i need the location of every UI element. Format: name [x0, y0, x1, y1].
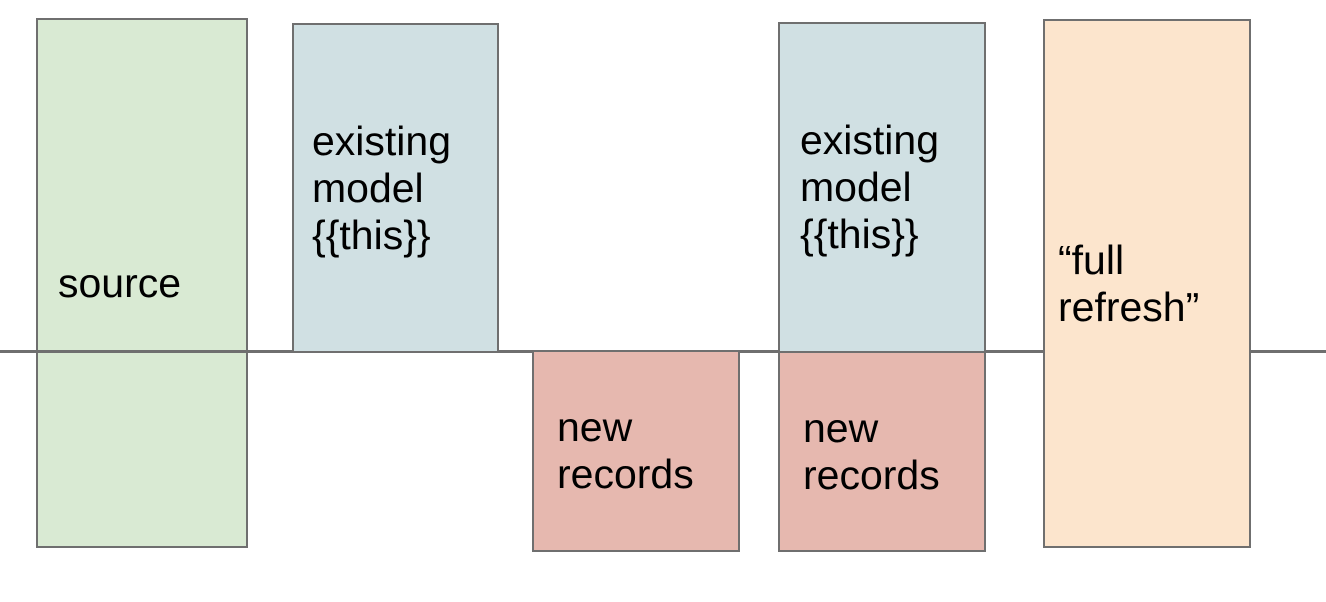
- new-records-box-1: new records: [532, 350, 740, 552]
- full-refresh-box: “full refresh”: [1043, 19, 1251, 548]
- existing-model-box-1-label: existing model {{this}}: [312, 117, 452, 258]
- source-box: source: [36, 18, 248, 548]
- existing-model-box-1: existing model {{this}}: [292, 23, 499, 353]
- source-box-label: source: [58, 259, 182, 306]
- existing-model-box-2: existing model {{this}}: [778, 22, 986, 353]
- existing-model-box-2-label: existing model {{this}}: [800, 117, 940, 257]
- new-records-box-2: new records: [778, 351, 986, 552]
- full-refresh-box-label: “full refresh”: [1058, 236, 1200, 330]
- new-records-box-2-label: new records: [803, 404, 940, 498]
- new-records-box-1-label: new records: [557, 404, 694, 497]
